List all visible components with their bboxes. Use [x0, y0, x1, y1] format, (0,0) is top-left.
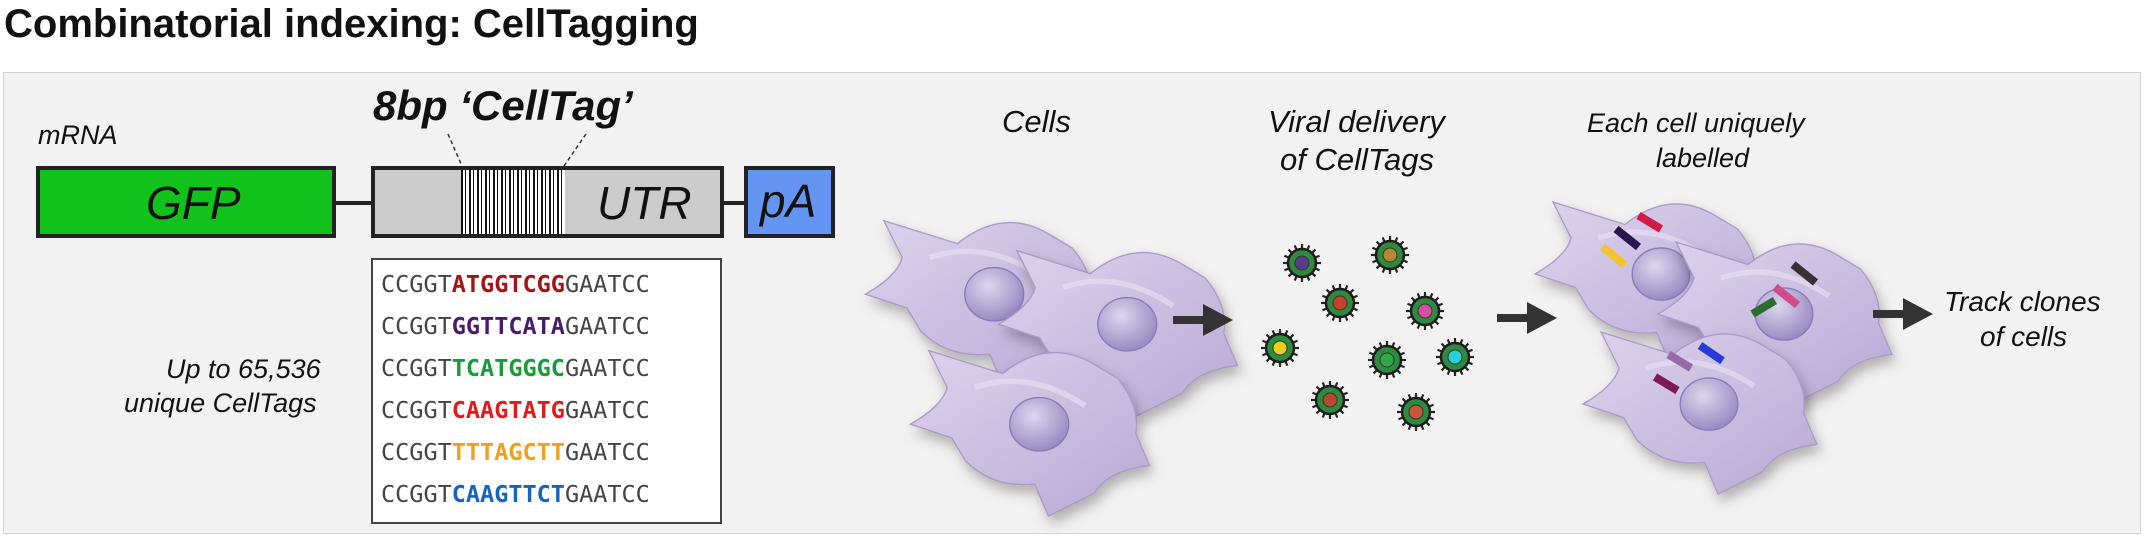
viral-label-line1: Viral delivery — [1268, 104, 1445, 139]
celltag-label: 8bp ‘CellTag’ — [373, 82, 633, 129]
labelled-label-line2: labelled — [1656, 143, 1750, 173]
celltag-bar — [1772, 283, 1801, 309]
celltag-bar — [1697, 342, 1725, 365]
sequence-suffix: GAATCC — [564, 396, 650, 424]
celltag-bar — [1613, 225, 1642, 251]
sequence-suffix: GAATCC — [564, 312, 650, 340]
celltag-bar — [1636, 212, 1664, 233]
sequence-prefix: CCGGT — [381, 354, 452, 382]
virus-particle — [1368, 341, 1406, 379]
sequence-suffix: GAATCC — [564, 270, 650, 298]
pa-box — [744, 166, 835, 238]
virus-particle — [1371, 236, 1409, 274]
sequence-prefix: CCGGT — [381, 270, 452, 298]
celltag-barcode — [461, 170, 565, 234]
sequence-suffix: GAATCC — [564, 438, 650, 466]
flow-arrow — [1173, 304, 1233, 336]
cell — [1656, 240, 1893, 405]
library-caption-line1: Up to 65,536 — [166, 354, 321, 384]
celltag-bar — [1666, 351, 1694, 372]
virus-particle — [1283, 244, 1321, 282]
tagged-cells-group — [1533, 200, 1893, 495]
utr-label: UTR — [597, 177, 692, 229]
sequence-suffix: GAATCC — [564, 480, 650, 508]
cell-nucleus — [1097, 296, 1158, 352]
cell-nucleus — [964, 266, 1025, 322]
sequence-row: CCGGTATGGTCGGGAATCC — [381, 270, 650, 298]
virus-particle — [1311, 381, 1349, 419]
gfp-box — [36, 166, 336, 238]
sequence-tag: ATGGTCGG — [451, 270, 565, 298]
cell-nucleus — [1009, 396, 1070, 452]
sequence-prefix: CCGGT — [381, 312, 452, 340]
sequence-tag: TCATGGGC — [451, 354, 565, 382]
celltag-bar — [1750, 297, 1778, 318]
cell-nucleus — [1631, 247, 1691, 301]
viral-label-line2: of CellTags — [1280, 142, 1434, 177]
cell — [1581, 330, 1818, 495]
virus-group — [1261, 236, 1474, 431]
sequence-tag: GGTTCATA — [451, 312, 565, 340]
cell — [996, 249, 1239, 418]
celltag-bar — [1790, 261, 1819, 286]
page-title: Combinatorial indexing: CellTagging — [4, 2, 699, 46]
sequence-prefix: CCGGT — [381, 480, 452, 508]
sequence-tag: CAAGTATG — [451, 396, 565, 424]
cells-label: Cells — [1002, 104, 1071, 139]
sequence-row: CCGGTGGTTCATAGAATCC — [381, 312, 650, 340]
sequence-tag: CAAGTTCT — [451, 480, 565, 508]
virus-particle — [1397, 393, 1435, 431]
sequence-tag: TTTAGCTT — [451, 438, 565, 466]
virus-particle — [1261, 329, 1299, 367]
sequence-row: CCGGTCAAGTTCTGAATCC — [381, 480, 650, 508]
sequence-prefix: CCGGT — [381, 438, 452, 466]
cell — [908, 349, 1151, 518]
sequence-row: CCGGTTTTAGCTTGAATCC — [381, 438, 650, 466]
mrna-label: mRNA — [38, 120, 118, 150]
cell-nucleus — [1679, 377, 1739, 431]
track-label-line2: of cells — [1980, 321, 2068, 352]
virus-particle — [1321, 284, 1359, 322]
gfp-label: GFP — [146, 177, 241, 229]
sequence-row: CCGGTTCATGGGCGAATCC — [381, 354, 650, 382]
sequence-suffix: GAATCC — [564, 354, 650, 382]
cells-group — [863, 219, 1239, 518]
labelled-label-line1: Each cell uniquely — [1587, 108, 1805, 138]
track-label-line1: Track clones — [1944, 286, 2101, 317]
library-caption-line2: unique CellTags — [124, 388, 317, 418]
pa-label: pA — [760, 175, 817, 227]
virus-particle — [1436, 338, 1474, 376]
flow-arrow — [1873, 298, 1933, 330]
arrows-group — [1173, 298, 1933, 336]
flow-arrow — [1497, 302, 1557, 334]
celltag-bar — [1599, 243, 1628, 269]
sequence-row: CCGGTCAAGTATGGAATCC — [381, 396, 650, 424]
virus-particle — [1406, 292, 1444, 330]
celltag-bar — [1652, 373, 1680, 394]
sequence-prefix: CCGGT — [381, 396, 452, 424]
